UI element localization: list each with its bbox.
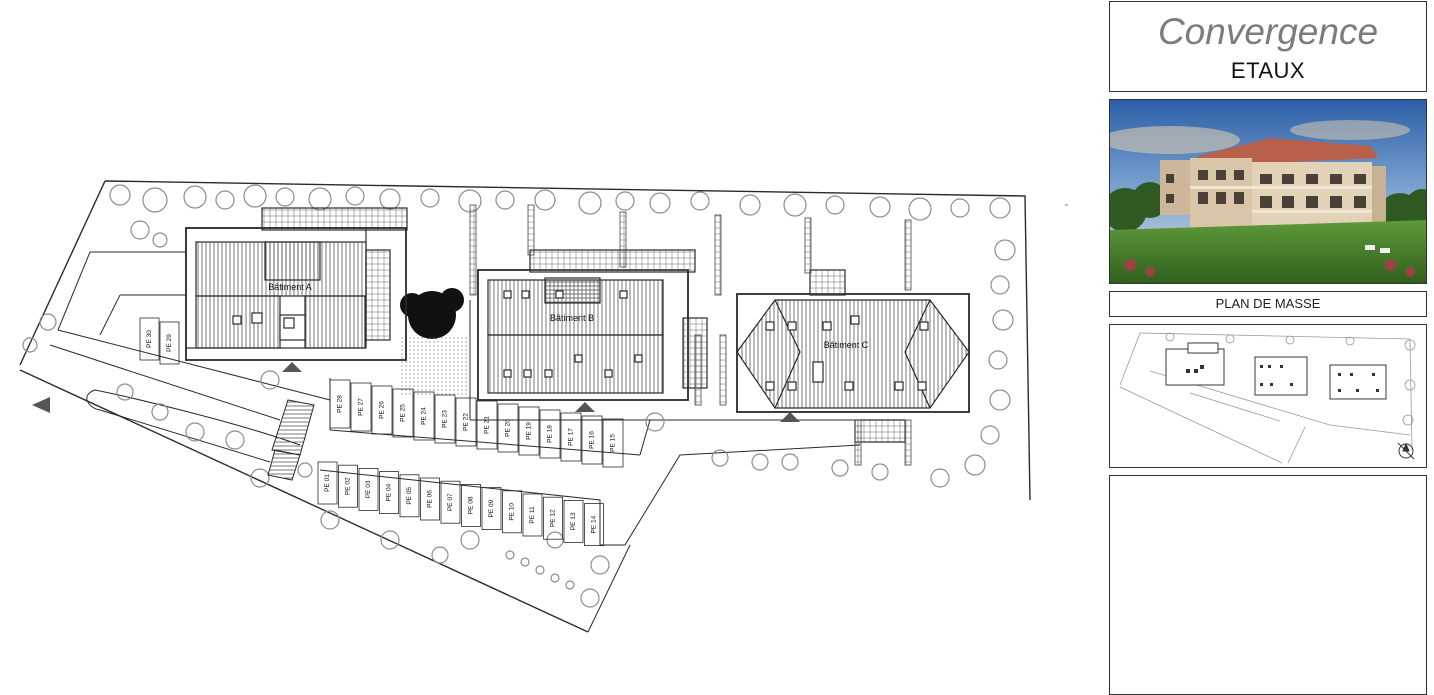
building-c: Bâtiment C [736, 269, 970, 443]
parking-spot-label: PE 09 [488, 499, 495, 517]
town-name: ETAUX [1230, 58, 1306, 83]
parking-spot: PE 09 [481, 487, 502, 531]
parking-spot-label: PE 12 [550, 509, 557, 527]
parking-spot: PE 24 [413, 391, 435, 441]
courtyard-tree [400, 288, 470, 395]
parking-spot-label: PE 22 [463, 413, 470, 431]
parking-spot-label: PE 01 [324, 474, 331, 492]
parking-spot: PE 29 [159, 321, 180, 365]
plan-label-block: PLAN DE MASSE [1109, 291, 1427, 317]
parking-spot: PE 12 [543, 496, 563, 540]
site-plan-drawing: Bâtiment A Bâtiment B [19, 180, 1068, 633]
parking-spot: PE 30 [139, 317, 160, 361]
parking-spot-label: PE 17 [568, 428, 575, 446]
parking-spot: PE 03 [358, 467, 379, 511]
parking-spot-label: PE 02 [345, 477, 352, 495]
trees-north [109, 184, 1011, 248]
parking-spot: PE 13 [563, 499, 584, 543]
plan-label: PLAN DE MASSE [1215, 296, 1321, 311]
building-b: Bâtiment B [477, 249, 708, 401]
parking-spot: PE 28 [329, 379, 351, 429]
parking-spot: PE 05 [399, 474, 420, 518]
parking-layer: PE 30 PE 29 PE 28 PE 27 PE 26 PE 25 PE 24 PE 23… [139, 317, 624, 547]
notes-block [1109, 475, 1427, 695]
parking-spot-label: PE 05 [406, 487, 413, 505]
parking-spot: PE 07 [440, 480, 461, 524]
parking-spot-label: PE 13 [570, 512, 577, 530]
parking-spot-label: PE 26 [379, 401, 386, 419]
parking-spot-label: PE 24 [421, 407, 428, 425]
parking-spot-label: PE 23 [442, 410, 449, 428]
parking-spot-label: PE 18 [547, 425, 554, 443]
parking-spot: PE 22 [455, 397, 477, 447]
parking-spot: PE 10 [502, 490, 522, 534]
parking-spot: PE 17 [560, 412, 582, 462]
parking-spot: PE 20 [497, 403, 519, 453]
building-c-label: Bâtiment C [824, 340, 869, 350]
parking-spot-label: PE 14 [591, 515, 598, 533]
parking-spot: PE 19 [518, 406, 540, 456]
parking-spot-label: PE 16 [589, 431, 596, 449]
parking-spot: PE 21 [476, 400, 498, 450]
building-a-label: Bâtiment A [268, 282, 312, 292]
parking-spot-label: PE 07 [447, 493, 454, 511]
parking-spot: PE 04 [379, 471, 399, 515]
parking-spot: PE 11 [522, 493, 543, 537]
parking-spot-label: PE 29 [166, 334, 173, 352]
title-block: Convergence ETAUX [1109, 1, 1427, 92]
parking-spot: PE 26 [371, 385, 393, 435]
parking-spot: PE 15 [602, 418, 624, 468]
parking-spot-label: PE 11 [529, 506, 536, 524]
entry-arrows [32, 362, 800, 422]
parking-spot: PE 06 [420, 477, 440, 521]
parking-spot-label: PE 10 [509, 503, 516, 521]
parking-spot-label: PE 30 [146, 330, 153, 348]
building-b-label: Bâtiment B [550, 313, 594, 323]
parking-spot: PE 27 [350, 382, 372, 432]
parking-spot-label: PE 15 [610, 434, 617, 452]
parking-spot: PE 14 [584, 503, 604, 547]
parking-spot-label: PE 25 [400, 404, 407, 422]
parking-spot: PE 18 [539, 409, 561, 459]
parking-spot-label: PE 27 [358, 398, 365, 416]
building-render-image [1109, 99, 1427, 284]
parking-spot-label: PE 20 [505, 419, 512, 437]
parking-spot: PE 02 [338, 464, 358, 508]
parking-spot-label: PE 28 [337, 395, 344, 413]
parking-spot: PE 01 [317, 461, 338, 505]
stairs [267, 399, 315, 481]
site-boundary [19, 180, 1031, 633]
parking-spot-label: PE 19 [526, 422, 533, 440]
parking-spot: PE 23 [434, 394, 456, 444]
render-illustration [1110, 100, 1426, 283]
building-a: Bâtiment A [185, 207, 408, 361]
plan-thumbnail [1109, 324, 1427, 468]
parking-spot-label: PE 04 [386, 483, 393, 501]
parking-spot-label: PE 03 [365, 480, 372, 498]
parking-spot-label: PE 21 [484, 416, 491, 434]
project-name: Convergence [1157, 11, 1379, 52]
parking-spot: PE 25 [392, 388, 414, 438]
site-plan: Bâtiment A Bâtiment B [19, 180, 1068, 633]
plan-thumbnail-drawing [1119, 332, 1416, 464]
garden-hedges [469, 204, 912, 466]
north-arrow-icon [1397, 442, 1415, 460]
parking-spot-label: PE 08 [468, 496, 475, 514]
parking-spot: PE 08 [461, 483, 481, 527]
trees-east-south [22, 239, 1016, 608]
parking-spot: PE 16 [581, 415, 603, 465]
parking-spot-label: PE 06 [427, 490, 434, 508]
